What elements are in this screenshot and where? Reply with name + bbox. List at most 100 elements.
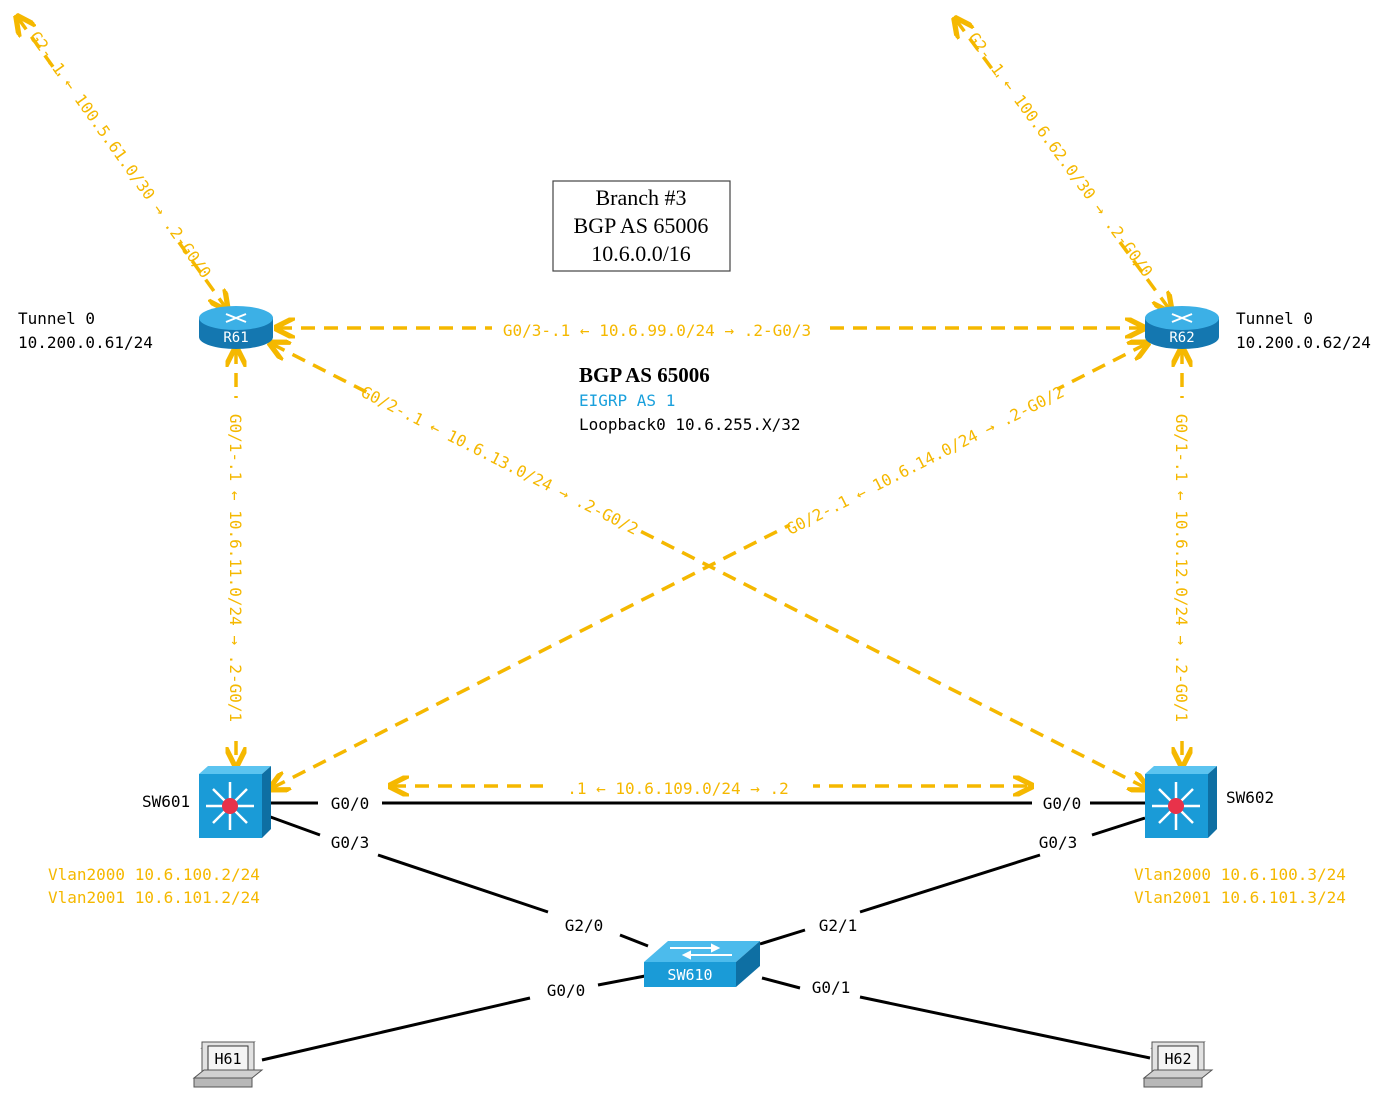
r62-sw601-arrow-b: → (981, 417, 999, 438)
r62-label: R62 (1169, 330, 1194, 346)
branch-box-line3: 10.6.0.0/16 (591, 241, 691, 266)
svg-text:G2-.1 ← 100.6.: G2-.1 ← 100.6.62.0/30 → .2-G0/0 (964, 29, 1157, 281)
router-r62[interactable]: R62 (1145, 306, 1219, 349)
switch-sw602[interactable] (1145, 766, 1217, 838)
port-sw602-g03: G0/3 (1039, 833, 1078, 852)
port-sw610-g21: G2/1 (819, 916, 858, 935)
branch-info-box: Branch #3 BGP AS 65006 10.6.0.0/16 (552, 180, 731, 272)
sw601-sw602-net: 10.6.109.0/24 (615, 779, 740, 798)
host-h62[interactable]: H62 (1142, 1041, 1214, 1088)
r61-sw601-net: 10.6.11.0/24 (226, 510, 245, 626)
router-icon (1145, 306, 1219, 349)
svg-text:G2-.1 ← 100.5.: G2-.1 ← 100.5.61.0/30 → .2-G0/0 (26, 28, 215, 282)
sw601-sw602-b: .2 (770, 779, 789, 798)
svg-text:.1 ← 10.6.109.: .1 ← 10.6.109.0/24 → .2 (567, 779, 789, 798)
link-sw601-sw610-seg3 (619, 933, 649, 948)
router-r61[interactable]: R61 (199, 306, 273, 349)
r62-sw602-b: .2-G0/1 (1172, 655, 1191, 722)
svg-text:G0/2-.1 ← 10.6: G0/2-.1 ← 10.6.14.0/24 → .2-G0/2 (783, 382, 1067, 538)
sw601-sw602-arrow-b: → (750, 779, 760, 798)
h62-label: H62 (1164, 1050, 1191, 1068)
r62-sw602-net: 10.6.12.0/24 (1172, 510, 1191, 626)
l2-switch-icon (644, 941, 760, 987)
r62-sw601-net: 10.6.14.0/24 (869, 426, 981, 495)
legend-loopback: Loopback0 10.6.255.X/32 (579, 415, 801, 434)
r62-wan-net: 100.6.62.0/30 (1010, 91, 1100, 203)
port-labels: G0/0 G0/0 G0/3 G0/3 G2/0 G2/1 G0/0 G0/1 (331, 794, 1082, 1000)
link-h61-sw610-seg2 (597, 974, 646, 987)
svg-text:G0/3-.1 ← 10.6: G0/3-.1 ← 10.6.99.0/24 → .2-G0/3 (503, 321, 811, 340)
r61-sw601-arrow-a: ← (226, 491, 245, 501)
r61-label: R61 (223, 330, 248, 346)
h61-label: H61 (214, 1050, 241, 1068)
host-h61[interactable]: H61 (192, 1041, 264, 1088)
legend-bgp: BGP AS 65006 (579, 363, 710, 387)
port-sw610-g00: G0/0 (547, 981, 586, 1000)
link-sw601-sw610-seg1 (264, 813, 321, 837)
router-icon (199, 306, 273, 349)
switch-sw601[interactable] (199, 766, 271, 838)
r62-tunnel-label: Tunnel 0 (1236, 309, 1313, 328)
sw601-vlan2001: Vlan2001 10.6.101.2/24 (48, 888, 260, 907)
link-r62-wan (956, 20, 1170, 310)
r62-sw602-arrow-a: ← (1172, 491, 1191, 501)
l3-switch-icon (199, 766, 271, 838)
legend-eigrp: EIGRP AS 1 (579, 391, 675, 410)
link-sw601-sw610-seg2 (377, 853, 549, 914)
link-sw602-sw610-seg3 (759, 928, 806, 946)
sw601-sw602-a: .1 (567, 779, 586, 798)
r61-sw602-arrow-a: ← (427, 417, 445, 438)
sw601-vlan2000: Vlan2000 10.6.100.2/24 (48, 865, 260, 884)
link-r61-wan (18, 18, 226, 308)
link-sw602-sw610-seg1 (1091, 816, 1146, 837)
switch-sw610[interactable]: SW610 (644, 941, 760, 987)
r61-sw602-arrow-b: → (556, 482, 574, 503)
r62-sw602-arrow-b: → (1172, 635, 1191, 645)
branch-box-line2: BGP AS 65006 (574, 213, 709, 238)
link-sw602-sw610-seg2 (859, 853, 1041, 914)
sw602-vlan2000: Vlan2000 10.6.100.3/24 (1134, 865, 1346, 884)
r61-sw601-arrow-b: → (226, 635, 245, 645)
sw602-vlan2001: Vlan2001 10.6.101.3/24 (1134, 888, 1346, 907)
port-sw610-g01: G0/1 (812, 978, 851, 997)
link-h62-sw610-seg1 (761, 976, 801, 990)
sw601-sw602-arrow-a: ← (596, 779, 606, 798)
link-labels: G2-.1 ← 100.5.61.0/30 → .2-G0/0 G2-.1 ← … (26, 28, 1193, 799)
r61-wan-a: G2-.1 (26, 28, 69, 78)
pc-icon (1142, 1041, 1214, 1088)
r62-sw602-a: G0/1-.1 (1172, 414, 1191, 481)
r61-r62-arrow-a: ← (580, 321, 590, 340)
branch-box-line1: Branch #3 (595, 185, 686, 210)
r61-wan-net: 100.5.61.0/30 (71, 90, 159, 203)
r61-r62-a: G0/3-.1 (503, 321, 570, 340)
r62-sw601-arrow-a: ← (852, 482, 870, 503)
pc-icon (192, 1041, 264, 1088)
sw610-label: SW610 (667, 966, 712, 984)
r62-tunnel-ip: 10.200.0.62/24 (1236, 333, 1371, 352)
r61-tunnel-ip: 10.200.0.61/24 (18, 333, 153, 352)
port-sw602-g00: G0/0 (1043, 794, 1082, 813)
r61-sw602-net: 10.6.13.0/24 (444, 426, 556, 495)
r61-wan-b: .2-G0/0 (160, 216, 215, 282)
physical-links (261, 801, 1151, 1062)
sw602-label: SW602 (1226, 788, 1274, 807)
r62-wan-a: G2-.1 (964, 29, 1008, 79)
r61-r62-net: 10.6.99.0/24 (599, 321, 715, 340)
r61-r62-b: .2-G0/3 (744, 321, 811, 340)
port-sw610-g20: G2/0 (565, 916, 604, 935)
l3-switch-icon (1145, 766, 1217, 838)
svg-text:G0/1-.1 ← 10.6: G0/1-.1 ← 10.6.12.0/24 → .2-G0/1 (1172, 414, 1191, 722)
link-h61-sw610-seg1 (261, 996, 531, 1062)
port-sw601-g00: G0/0 (331, 794, 370, 813)
link-h62-sw610-seg2 (859, 995, 1151, 1060)
r61-r62-arrow-b: → (724, 321, 734, 340)
r62-wan-b: .2-G0/0 (1101, 215, 1156, 281)
r61-sw601-a: G0/1-.1 (226, 414, 245, 481)
sw601-label: SW601 (142, 792, 190, 811)
r61-tunnel-label: Tunnel 0 (18, 309, 95, 328)
port-sw601-g03: G0/3 (331, 833, 370, 852)
protocol-legend: BGP AS 65006 EIGRP AS 1 Loopback0 10.6.2… (579, 363, 801, 434)
svg-text:G0/1-.1 ← 10.6: G0/1-.1 ← 10.6.11.0/24 → .2-G0/1 (226, 414, 245, 722)
